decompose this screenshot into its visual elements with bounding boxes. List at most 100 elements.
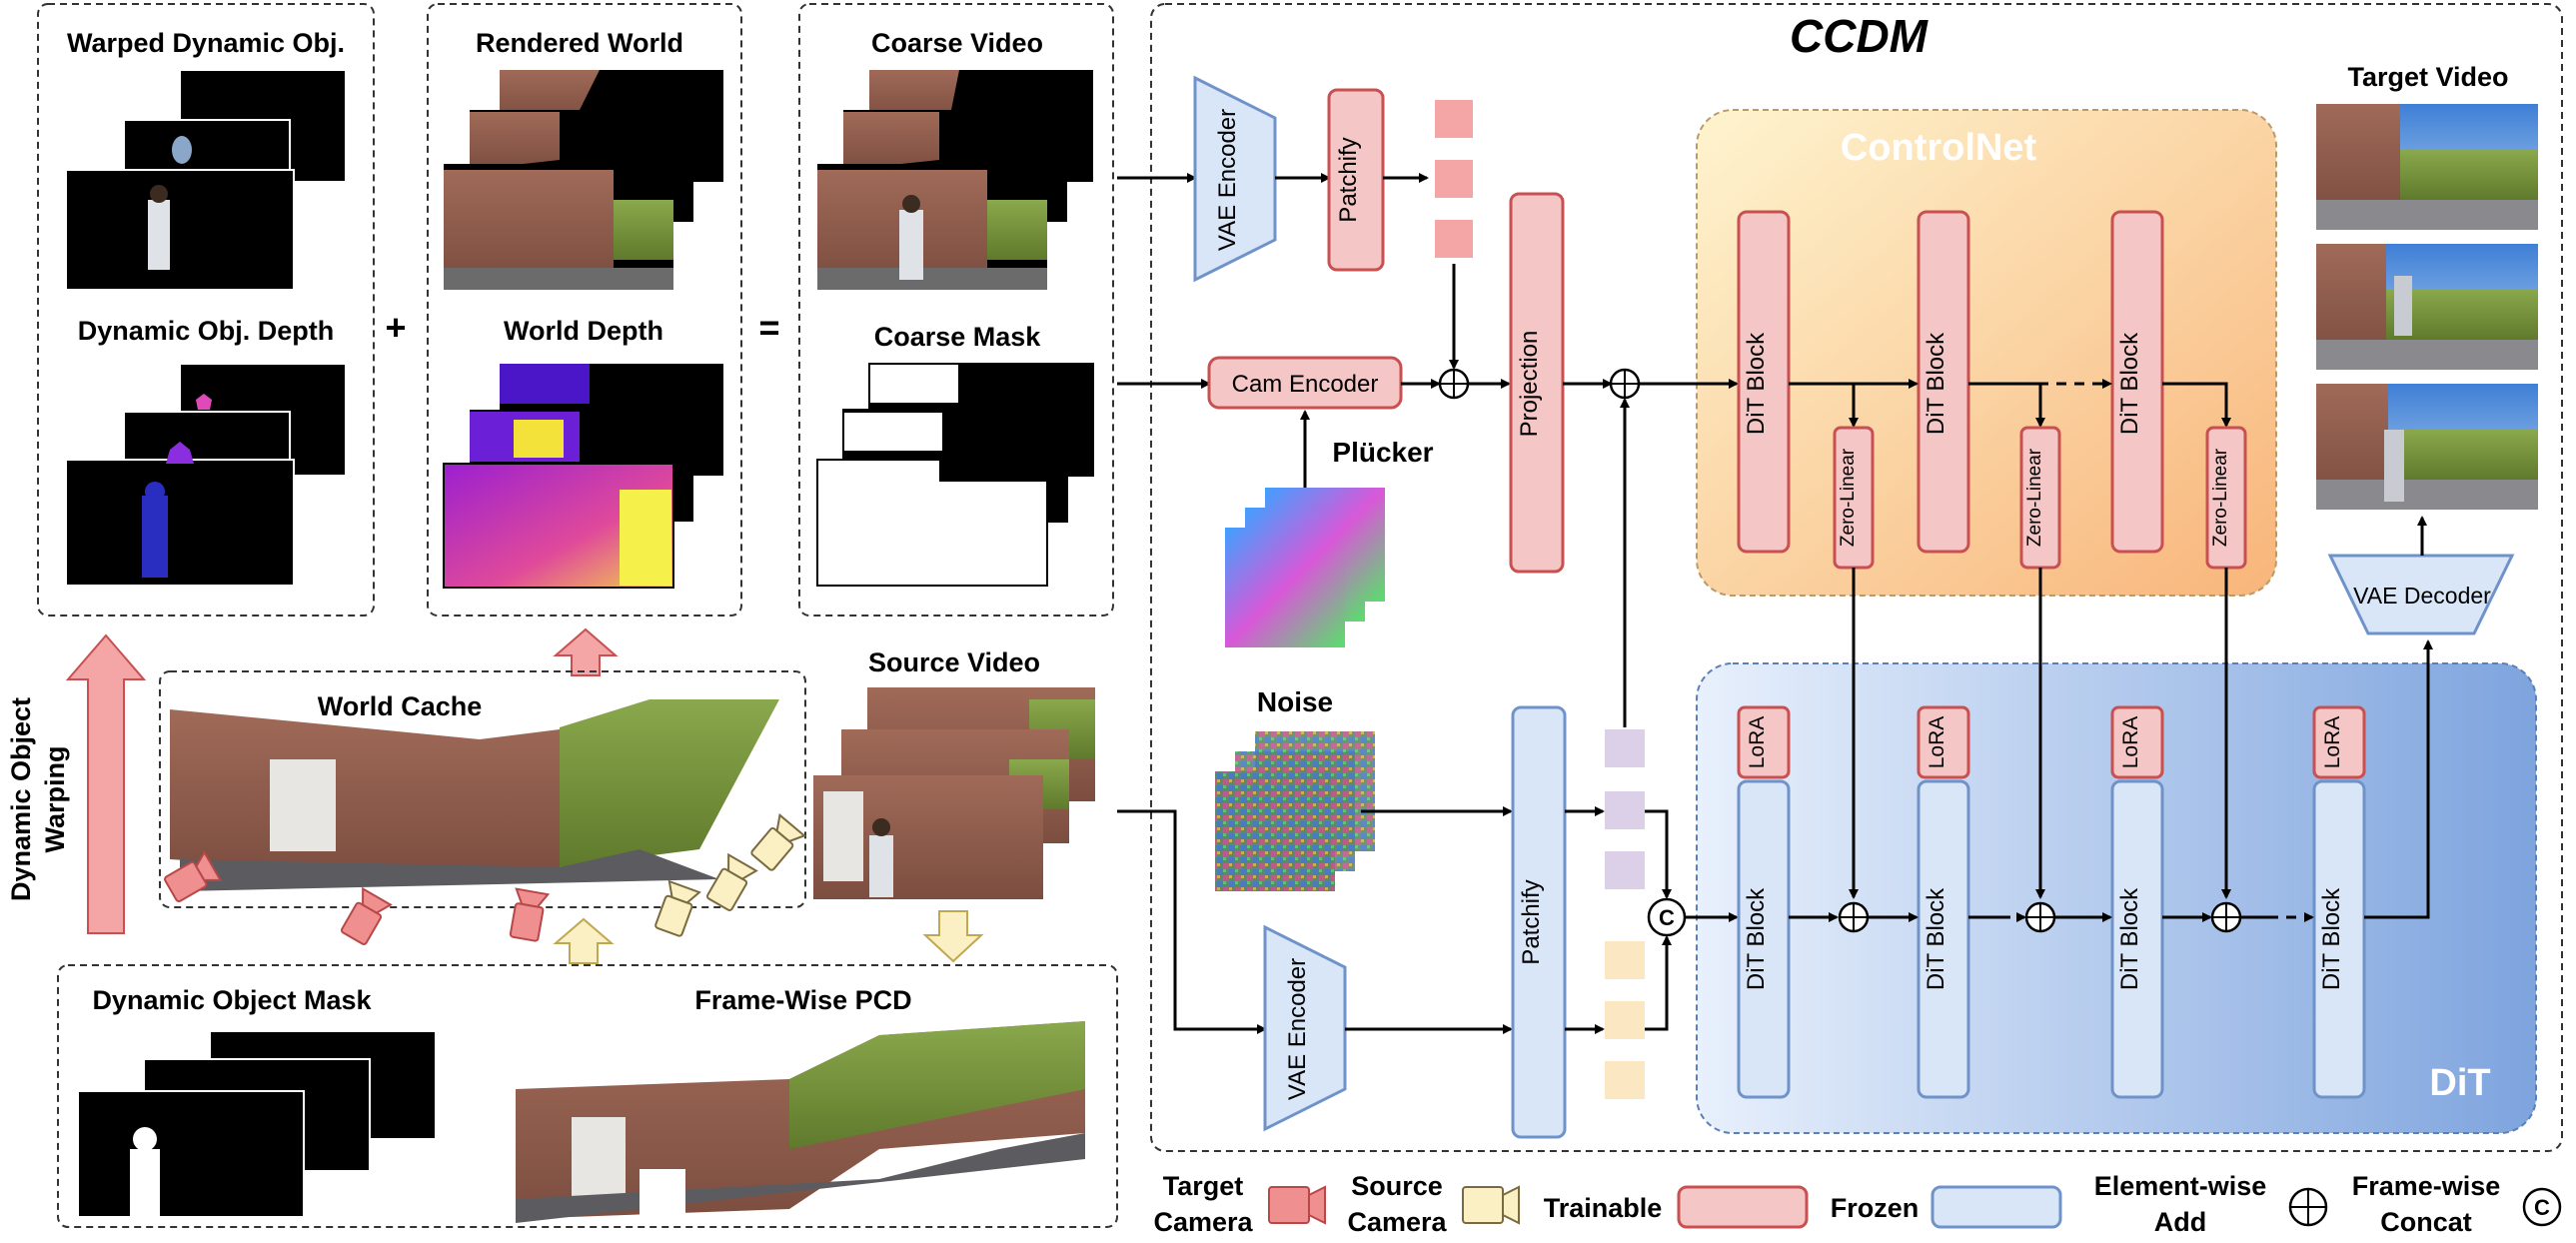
patchify-top-label: Patchify bbox=[1335, 137, 1362, 222]
legend-frozen-label: Frozen bbox=[1831, 1193, 1920, 1223]
legend: Target Camera Source Camera Trainable Fr… bbox=[1153, 1171, 2562, 1237]
vae-encoder-bottom-label: VAE Encoder bbox=[1284, 958, 1311, 1100]
rendered-world-frames bbox=[444, 70, 723, 290]
vae-decoder-label: VAE Decoder bbox=[2353, 583, 2491, 609]
legend-source-camera-1: Source bbox=[1351, 1171, 1443, 1201]
dit-block-2-label: DiT Block bbox=[1923, 887, 1949, 990]
projection-label: Projection bbox=[1516, 331, 1543, 438]
equals-sign: = bbox=[758, 307, 779, 348]
label-coarse-mask: Coarse Mask bbox=[874, 322, 1042, 352]
tokens-video bbox=[1605, 941, 1645, 1099]
legend-elementwise-1: Element-wise bbox=[2094, 1171, 2267, 1201]
zero-linear-3-label: Zero-Linear bbox=[2210, 448, 2231, 547]
world-depth-frames bbox=[443, 364, 723, 589]
ctrl-dit-block-3 bbox=[2110, 210, 2164, 554]
vae-encoder-top-label: VAE Encoder bbox=[1214, 109, 1241, 251]
add-op-2 bbox=[1609, 368, 1641, 400]
patchify-bottom-label: Patchify bbox=[1518, 879, 1545, 964]
panel-bottom bbox=[57, 964, 1118, 1228]
arrow-source-split bbox=[1117, 809, 1267, 1034]
panel-rendered-world bbox=[427, 3, 742, 617]
legend-source-camera-icon bbox=[1462, 1185, 1520, 1225]
pcd-up-arrow bbox=[553, 917, 615, 964]
svg-text:C: C bbox=[2534, 1195, 2550, 1220]
source-camera-icons bbox=[654, 812, 806, 937]
label-source-video: Source Video bbox=[868, 647, 1040, 677]
lora-2-label: LoRA bbox=[1926, 716, 1948, 769]
label-dynamic-object-warping-2: Warping bbox=[40, 746, 70, 853]
coarse-mask-frames bbox=[816, 363, 1094, 587]
lora-3 bbox=[2110, 705, 2164, 779]
legend-add-icon bbox=[2288, 1187, 2328, 1227]
legend-frozen-swatch bbox=[1931, 1185, 2062, 1229]
dit-block-3 bbox=[2110, 779, 2164, 1099]
dit-block-4 bbox=[2312, 779, 2366, 1099]
dit-block-1 bbox=[1737, 779, 1791, 1099]
add-op-1 bbox=[1438, 368, 1470, 400]
label-world-cache: World Cache bbox=[318, 691, 483, 721]
lora-1 bbox=[1737, 705, 1791, 779]
ctrl-dit-block-2 bbox=[1917, 210, 1970, 554]
target-video-frames bbox=[2316, 104, 2538, 510]
vae-encoder-top bbox=[1193, 75, 1277, 283]
arrow-video-tokens-to-concat bbox=[1645, 935, 1672, 1031]
ctrl-dit-block-1-label: DiT Block bbox=[1743, 332, 1770, 435]
dit-block-3-label: DiT Block bbox=[2116, 887, 2143, 990]
target-camera-icons bbox=[164, 850, 551, 945]
legend-framewise-2: Concat bbox=[2380, 1207, 2472, 1237]
legend-trainable-swatch bbox=[1677, 1185, 1809, 1229]
panel-world-cache bbox=[159, 670, 806, 908]
panel-warped-dynamic bbox=[37, 3, 375, 617]
plus-sign: + bbox=[385, 307, 406, 348]
dit-region-label: DiT bbox=[2429, 1062, 2490, 1104]
ccdm-title: CCDM bbox=[1790, 10, 1930, 62]
lora-1-label: LoRA bbox=[1746, 716, 1769, 769]
lora-4 bbox=[2312, 705, 2366, 779]
legend-elementwise-2: Add bbox=[2154, 1207, 2206, 1237]
label-warped-dynamic-obj: Warped Dynamic Obj. bbox=[67, 28, 345, 58]
zero-linear-2-label: Zero-Linear bbox=[2024, 448, 2045, 547]
label-world-depth: World Depth bbox=[504, 316, 663, 346]
ctrl-dit-block-3-label: DiT Block bbox=[2116, 332, 2143, 435]
patchify-bottom bbox=[1511, 705, 1567, 1139]
label-dynamic-obj-depth: Dynamic Obj. Depth bbox=[78, 316, 335, 346]
source-video-frames bbox=[813, 687, 1095, 899]
lora-3-label: LoRA bbox=[2119, 716, 2142, 769]
frame-wise-pcd-frames bbox=[516, 1021, 1085, 1223]
label-rendered-world: Rendered World bbox=[476, 28, 683, 58]
vae-decoder bbox=[2327, 554, 2515, 635]
arrow-noise-tokens-to-concat bbox=[1645, 809, 1672, 899]
add-op-dit-3 bbox=[2210, 901, 2242, 933]
dynamic-object-mask-frames bbox=[77, 1030, 437, 1218]
add-op-dit-2 bbox=[2024, 901, 2056, 933]
legend-source-camera-2: Camera bbox=[1347, 1207, 1447, 1237]
lora-4-label: LoRA bbox=[2321, 716, 2344, 769]
patchify-top bbox=[1327, 88, 1385, 272]
concat-op: C bbox=[1647, 897, 1687, 937]
legend-target-camera-icon bbox=[1268, 1185, 1326, 1225]
label-coarse-video: Coarse Video bbox=[871, 28, 1043, 58]
cam-encoder-label: Cam Encoder bbox=[1232, 371, 1379, 398]
add-op-dit-1 bbox=[1838, 901, 1870, 933]
vae-encoder-bottom bbox=[1263, 924, 1347, 1132]
noise-label: Noise bbox=[1257, 686, 1333, 717]
label-dynamic-object-warping-1: Dynamic Object bbox=[6, 697, 36, 901]
warping-up-arrow bbox=[65, 633, 147, 934]
ctrl-dit-block-2-label: DiT Block bbox=[1923, 332, 1949, 435]
plucker-images bbox=[1225, 488, 1385, 647]
dit-block-1-label: DiT Block bbox=[1743, 887, 1770, 990]
controlnet-label: ControlNet bbox=[1841, 127, 2037, 169]
legend-trainable-label: Trainable bbox=[1544, 1193, 1663, 1223]
label-dynamic-object-mask: Dynamic Object Mask bbox=[92, 985, 372, 1015]
warped-dynamic-frames bbox=[65, 69, 347, 291]
legend-target-camera-1: Target bbox=[1163, 1171, 1244, 1201]
legend-framewise-1: Frame-wise bbox=[2352, 1171, 2501, 1201]
legend-target-camera-2: Camera bbox=[1153, 1207, 1253, 1237]
source-down-arrow bbox=[922, 910, 984, 963]
world-cache-pointcloud bbox=[170, 699, 779, 891]
noise-images bbox=[1215, 731, 1375, 891]
tokens-top bbox=[1435, 100, 1473, 258]
arrow-ctrl3-to-zl3 bbox=[2162, 382, 2231, 428]
label-frame-wise-pcd: Frame-Wise PCD bbox=[694, 985, 911, 1015]
target-video-label: Target Video bbox=[2347, 62, 2508, 92]
